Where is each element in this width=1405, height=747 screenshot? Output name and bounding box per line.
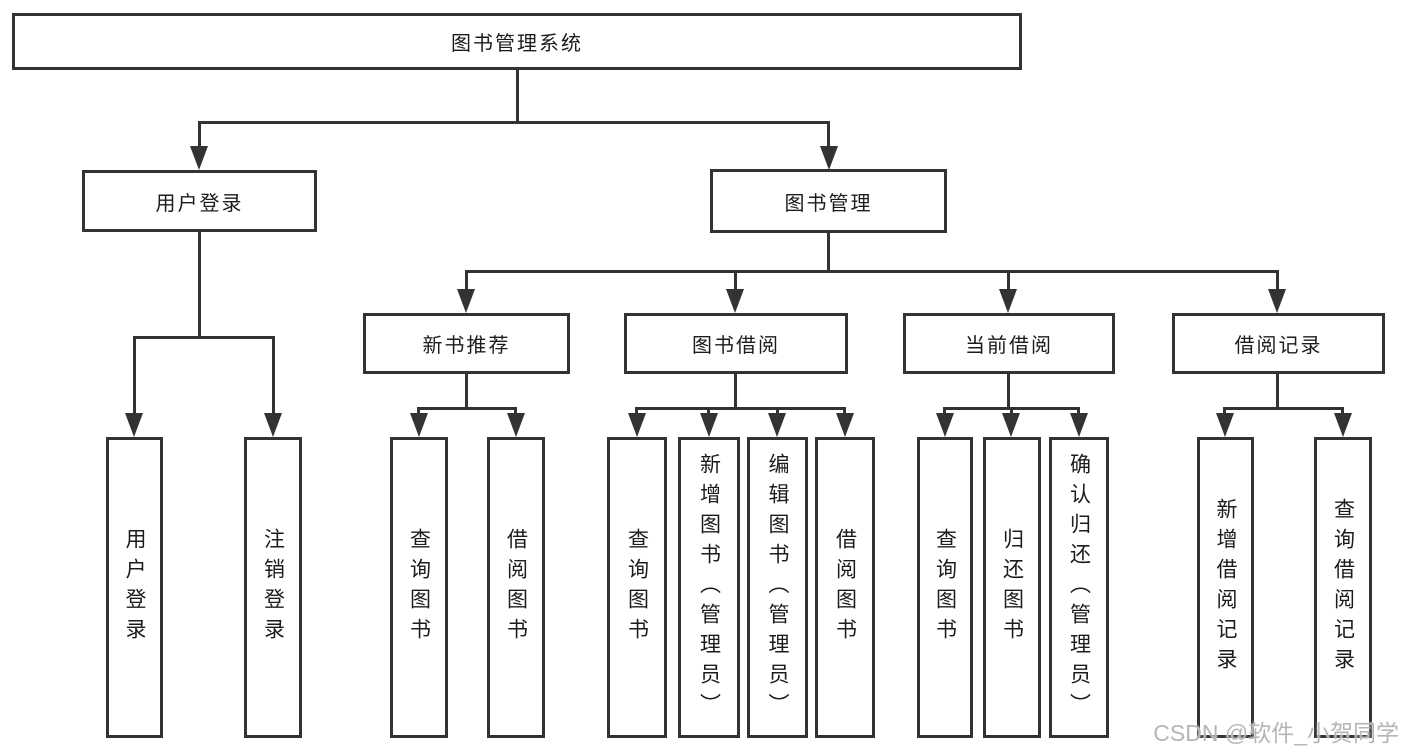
arrow-down-icon xyxy=(507,413,525,437)
connector-line xyxy=(198,121,201,148)
connector-line xyxy=(1077,407,1080,415)
leaf-logout: 注销登录 xyxy=(244,437,302,738)
connector-line xyxy=(707,407,710,415)
node-label: 新增图书（管理员） xyxy=(697,452,721,723)
node-label: 用户登录 xyxy=(123,527,146,648)
node-label: 查询借阅记录 xyxy=(1331,497,1355,678)
arrow-down-icon xyxy=(190,146,208,170)
node-label: 编辑图书（管理员） xyxy=(766,452,789,723)
node-book-borrowing: 图书借阅 xyxy=(624,313,848,374)
arrow-down-icon xyxy=(836,413,854,437)
connector-line xyxy=(734,270,737,291)
connector-line xyxy=(1276,270,1279,291)
connector-line xyxy=(465,270,1278,273)
arrow-down-icon xyxy=(768,413,786,437)
connector-line xyxy=(734,374,737,410)
arrow-down-icon xyxy=(264,413,282,437)
connector-line xyxy=(1341,407,1344,415)
connector-line xyxy=(198,232,201,339)
node-label: 新增借阅记录 xyxy=(1214,497,1237,678)
arrow-down-icon xyxy=(1002,413,1020,437)
node-label: 借阅记录 xyxy=(1234,335,1323,357)
arrow-down-icon xyxy=(410,413,428,437)
node-library-system: 图书管理系统 xyxy=(12,13,1022,70)
node-label: 当前借阅 xyxy=(965,335,1053,357)
watermark: CSDN @软件_小贺同学 xyxy=(1153,720,1399,746)
node-book-management: 图书管理 xyxy=(710,169,947,233)
arrow-down-icon xyxy=(125,413,143,437)
connector-line xyxy=(516,70,519,124)
leaf-query-books: 查询图书 xyxy=(917,437,973,738)
connector-line xyxy=(465,270,468,291)
arrow-down-icon xyxy=(1268,289,1286,313)
leaf-query-borrow-record: 查询借阅记录 xyxy=(1314,437,1372,738)
node-label: 查询图书 xyxy=(625,527,649,648)
connector-line xyxy=(514,407,517,415)
connector-line xyxy=(417,407,420,415)
node-label: 图书借阅 xyxy=(692,335,780,357)
leaf-add-borrow-record: 新增借阅记录 xyxy=(1197,437,1254,738)
node-label: 查询图书 xyxy=(933,527,957,648)
node-new-book-recommendation: 新书推荐 xyxy=(363,313,570,374)
connector-line xyxy=(133,336,136,415)
node-label: 确认归还（管理员） xyxy=(1067,452,1091,723)
connector-line xyxy=(198,121,830,124)
connector-line xyxy=(843,407,846,415)
node-label: 用户登录 xyxy=(155,192,244,215)
connector-line xyxy=(1007,374,1010,410)
connector-line xyxy=(635,407,846,410)
arrow-down-icon xyxy=(1070,413,1088,437)
connector-line xyxy=(1276,374,1279,410)
connector-line xyxy=(776,407,779,415)
node-label: 借阅图书 xyxy=(833,527,857,648)
connector-line xyxy=(465,374,468,410)
arrow-down-icon xyxy=(820,146,838,170)
arrow-down-icon xyxy=(1334,413,1352,437)
leaf-add-books-admin: 新增图书（管理员） xyxy=(678,437,740,738)
leaf-return-books: 归还图书 xyxy=(983,437,1041,738)
connector-line xyxy=(1007,270,1010,291)
connector-line xyxy=(943,407,946,415)
node-label: 新书推荐 xyxy=(422,335,511,357)
connector-line xyxy=(417,407,517,410)
node-label: 查询图书 xyxy=(407,527,431,648)
connector-line xyxy=(827,121,830,148)
leaf-edit-books-admin: 编辑图书（管理员） xyxy=(747,437,808,738)
arrow-down-icon xyxy=(628,413,646,437)
node-current-borrowing: 当前借阅 xyxy=(903,313,1115,374)
arrow-down-icon xyxy=(1216,413,1234,437)
leaf-borrow-books: 借阅图书 xyxy=(487,437,545,738)
node-label: 借阅图书 xyxy=(504,527,528,648)
connector-line xyxy=(1223,407,1226,415)
arrow-down-icon xyxy=(457,289,475,313)
arrow-down-icon xyxy=(700,413,718,437)
connector-line xyxy=(272,336,275,415)
connector-line xyxy=(133,336,275,339)
node-borrowing-records: 借阅记录 xyxy=(1172,313,1385,374)
connector-line xyxy=(827,233,830,273)
node-user-login: 用户登录 xyxy=(82,170,317,232)
node-label: 图书管理 xyxy=(784,192,873,215)
connector-line xyxy=(1010,407,1013,415)
leaf-borrow-books: 借阅图书 xyxy=(815,437,875,738)
node-label: 注销登录 xyxy=(261,527,285,648)
connector-line xyxy=(1223,407,1344,410)
arrow-down-icon xyxy=(999,289,1017,313)
leaf-user-login: 用户登录 xyxy=(106,437,163,738)
leaf-confirm-return-admin: 确认归还（管理员） xyxy=(1049,437,1109,738)
node-label: 图书管理系统 xyxy=(451,33,583,55)
arrow-down-icon xyxy=(936,413,954,437)
leaf-query-books: 查询图书 xyxy=(607,437,667,738)
node-label: 归还图书 xyxy=(1000,527,1024,648)
connector-line xyxy=(635,407,638,415)
leaf-query-books: 查询图书 xyxy=(390,437,448,738)
arrow-down-icon xyxy=(726,289,744,313)
